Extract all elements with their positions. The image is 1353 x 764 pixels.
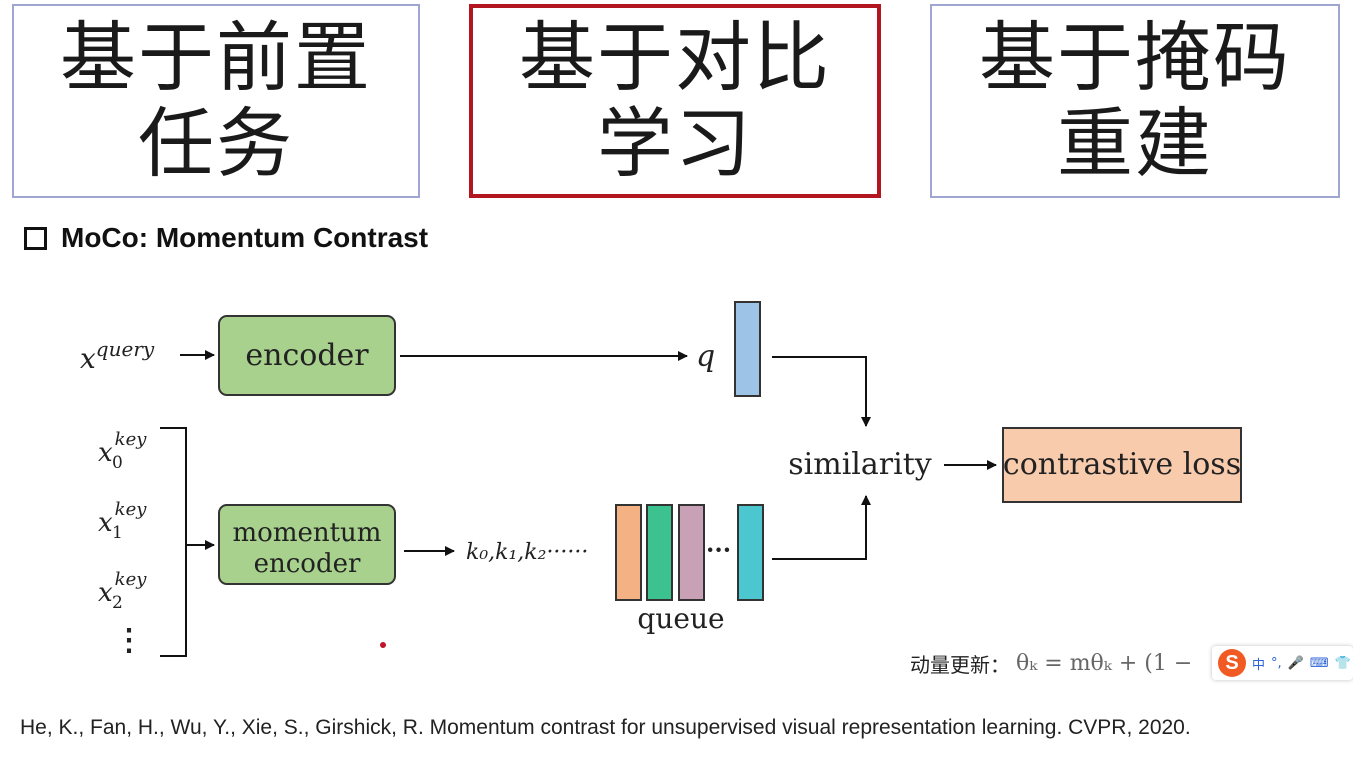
queue-item-3 xyxy=(678,504,705,601)
x-key-0-sub: 0 xyxy=(112,453,123,473)
queue-label: queue xyxy=(637,602,724,635)
x-query-label: xquery xyxy=(80,337,155,375)
tab-masked-reconstruction[interactable]: 基于掩码 重建 xyxy=(930,4,1340,198)
ime-logo-icon[interactable]: S xyxy=(1218,649,1246,677)
similarity-label: similarity xyxy=(788,447,932,482)
queue-item-last xyxy=(737,504,764,601)
ime-microphone-icon[interactable]: 🎤 xyxy=(1287,655,1304,671)
section-title: MoCo: Momentum Contrast xyxy=(61,222,429,253)
keys-ellipsis: ⋮ xyxy=(114,623,144,658)
section-heading: MoCo: Momentum Contrast xyxy=(24,218,428,258)
ime-punctuation-icon[interactable]: °, xyxy=(1271,655,1282,671)
q-vector xyxy=(734,301,761,397)
q-label: q xyxy=(696,339,715,374)
momentum-encoder-label-2: encoder xyxy=(254,549,361,579)
formula-label: 动量更新： xyxy=(910,652,1010,677)
ime-skin-icon[interactable]: 👕 xyxy=(1334,655,1351,671)
contrastive-loss-label: contrastive loss xyxy=(1003,447,1241,482)
k-sequence-label: k₀,k₁,k₂······ xyxy=(466,540,588,565)
formula-expression: θₖ = mθₖ + (1 − xyxy=(1016,650,1193,676)
tab-pretext-task-label: 基于前置 任务 xyxy=(60,13,372,188)
keys-bracket xyxy=(160,427,187,657)
queue-item-1 xyxy=(615,504,642,601)
momentum-update-formula: 动量更新： θₖ = mθₖ + (1 − xyxy=(910,646,1192,680)
ime-toolbar[interactable]: S 中 °, 🎤 ⌨ 👕 xyxy=(1212,646,1353,680)
contrastive-loss-box xyxy=(1002,427,1242,503)
arrow-q-similarity xyxy=(772,356,871,427)
arrow-queue-similarity xyxy=(772,495,871,560)
encoder-box xyxy=(218,315,396,396)
x-key-1-sub: 1 xyxy=(112,523,123,543)
ime-keyboard-icon[interactable]: ⌨ xyxy=(1309,655,1329,671)
tab-contrastive-learning-label: 基于对比 学习 xyxy=(519,13,831,188)
checkbox-bullet-icon xyxy=(24,226,47,250)
momentum-encoder-box xyxy=(218,504,396,585)
tab-masked-reconstruction-label: 基于掩码 重建 xyxy=(979,13,1291,188)
ime-chinese-mode-icon[interactable]: 中 xyxy=(1252,657,1266,673)
momentum-encoder-label-1: momentum xyxy=(233,518,382,548)
tab-contrastive-learning[interactable]: 基于对比 学习 xyxy=(469,4,881,198)
encoder-label: encoder xyxy=(245,338,369,373)
stray-dot xyxy=(380,642,386,648)
tab-pretext-task[interactable]: 基于前置 任务 xyxy=(12,4,420,198)
queue-ellipsis: ··· xyxy=(706,535,731,564)
queue-item-2 xyxy=(646,504,673,601)
x-key-2-sub: 2 xyxy=(112,593,123,613)
reference-citation: He, K., Fan, H., Wu, Y., Xie, S., Girshi… xyxy=(20,716,1191,739)
